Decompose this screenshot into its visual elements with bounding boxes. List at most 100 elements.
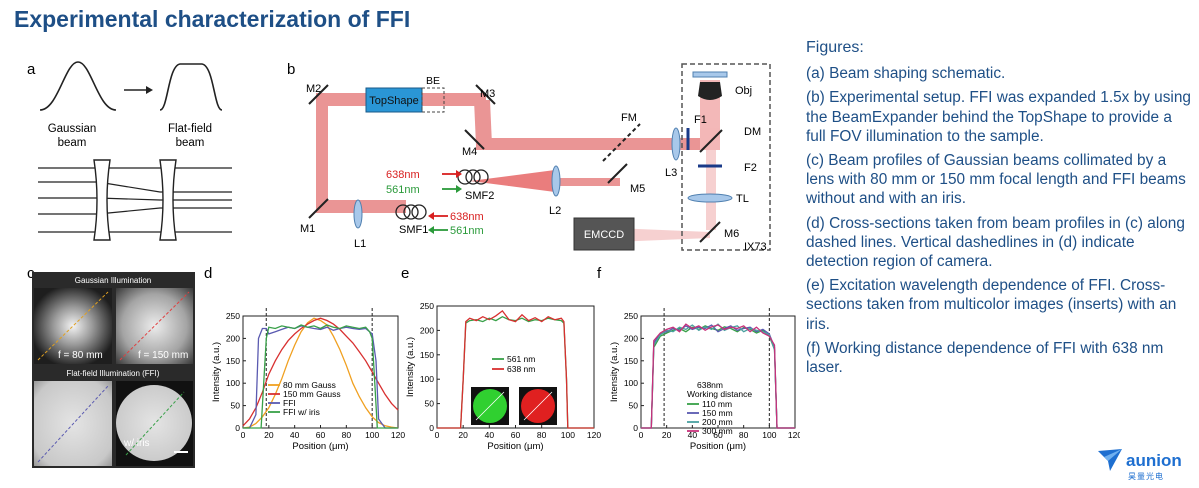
- dichroic-dm: [699, 129, 723, 153]
- x-tick-label: 0: [639, 430, 644, 440]
- cross-section-line-80: [37, 291, 109, 361]
- panel-label-e: e: [401, 265, 409, 282]
- ffi-title: Flat-field Illumination (FFI): [67, 369, 160, 378]
- flat-profile: [159, 63, 223, 111]
- lens-tl: [687, 193, 733, 203]
- legend-title: 638nm: [697, 380, 723, 390]
- aunion-logo-icon: [1098, 449, 1122, 471]
- x-tick-label: 60: [511, 430, 521, 440]
- legend-label: FFI w/ iris: [283, 407, 320, 417]
- series-line: [641, 323, 795, 429]
- label-561-smf2: 561nm: [386, 184, 420, 196]
- insert-561-line: [475, 391, 505, 421]
- x-tick-label: 100: [762, 430, 776, 440]
- sample-slide: [692, 71, 728, 78]
- legend-label: 150 mm Gauss: [283, 389, 341, 399]
- label-l2: L2: [549, 205, 561, 217]
- label-obj: Obj: [735, 85, 752, 97]
- label-f150: f = 150 mm: [138, 350, 188, 361]
- y-tick-label: 100: [624, 378, 638, 388]
- label-be: BE: [426, 75, 440, 87]
- legend-label: FFI: [283, 398, 296, 408]
- image-ffi-iris: [116, 385, 192, 461]
- y-tick-label: 50: [629, 401, 639, 411]
- label-dm: DM: [744, 126, 761, 138]
- arrow-561-smf1-head-icon: [428, 226, 434, 234]
- x-tick-label: 60: [316, 430, 326, 440]
- y-tick-label: 150: [624, 356, 638, 366]
- ix73-microscope-box: [681, 63, 771, 251]
- caption-b: (b) Experimental setup. FFI was expanded…: [806, 89, 1191, 145]
- label-l3: L3: [665, 167, 677, 179]
- series-line: [437, 315, 594, 429]
- gaussian-illumination-title: Gaussian Illumination: [75, 276, 151, 285]
- caption-d: (d) Cross-sections taken from beam profi…: [806, 214, 1185, 271]
- label-638-smf2: 638nm: [386, 169, 420, 181]
- label-iris: w/ iris: [123, 438, 150, 449]
- label-f2: F2: [744, 162, 757, 174]
- label-f1: F1: [694, 114, 707, 126]
- figure-canvas: a Gaussian beam Flat-field beam b: [27, 61, 800, 468]
- arrow-561-smf2-head-icon: [456, 185, 462, 193]
- label-tl: TL: [736, 193, 749, 205]
- captions-heading: Figures:: [806, 39, 864, 56]
- x-tick-label: 40: [290, 430, 300, 440]
- panel-label-f: f: [597, 265, 602, 282]
- cross-section-line-iris: [125, 391, 185, 456]
- series-line: [242, 317, 399, 429]
- series-line: [243, 324, 398, 429]
- label-m2: M2: [306, 83, 321, 95]
- cross-section-line-150: [119, 291, 190, 361]
- arrow-638-smf2-head-icon: [456, 170, 462, 178]
- x-tick-label: 80: [537, 430, 547, 440]
- y-tick-label: 150: [226, 356, 240, 366]
- series-line: [641, 324, 795, 429]
- x-tick-label: 100: [365, 430, 379, 440]
- mirror-m5: [607, 163, 628, 184]
- y-tick-label: 250: [420, 301, 434, 311]
- label-m3: M3: [480, 88, 495, 100]
- lens-l1: [353, 199, 363, 229]
- logo-subtext: 昊量光电: [1128, 472, 1164, 481]
- label-561-smf1: 561nm: [450, 225, 484, 237]
- y-axis-label: Intensity (a.u.): [405, 337, 416, 397]
- flip-mirror-fm: [602, 123, 641, 162]
- label-ix73: IX73: [744, 241, 767, 253]
- series-line: [242, 317, 399, 427]
- label-638-smf1: 638nm: [450, 211, 484, 223]
- panel-label-a: a: [27, 61, 36, 78]
- legend-label: 300 mm: [702, 426, 733, 436]
- objective-icon: [698, 82, 722, 100]
- legend-subtitle: Working distance: [687, 389, 752, 399]
- x-tick-label: 0: [241, 430, 246, 440]
- fiber-coils: [395, 169, 489, 220]
- mirror-m3: [475, 84, 496, 105]
- topshape-box: [365, 87, 423, 113]
- x-tick-label: 120: [587, 430, 601, 440]
- series-line: [641, 325, 795, 429]
- panel-a: a Gaussian beam Flat-field beam: [27, 61, 232, 241]
- y-tick-label: 100: [226, 378, 240, 388]
- label-smf1: SMF1: [399, 224, 428, 236]
- panel-label-c: c: [27, 265, 35, 282]
- y-tick-label: 50: [425, 399, 435, 409]
- x-axis-label: Position (μm): [690, 441, 746, 452]
- mirror-m4: [464, 129, 485, 150]
- mirror-m6: [699, 221, 721, 243]
- caption-a: (a) Beam shaping schematic.: [806, 65, 1006, 83]
- logo-text: aunion: [1126, 451, 1182, 470]
- cross-section-line-ffi: [37, 385, 109, 463]
- beam-expander-box: [421, 87, 445, 113]
- panel-b: b M2 M3 M4 M1 M5 FM M6: [287, 61, 771, 253]
- page-title: Experimental characterization of FFI: [14, 6, 411, 32]
- beam-shaping-rays: [38, 159, 232, 241]
- panel-c: c Gaussian Illumination f = 80 mm f = 15…: [27, 265, 195, 468]
- x-tick-label: 20: [264, 430, 274, 440]
- label-m6: M6: [724, 228, 739, 240]
- x-tick-label: 60: [713, 430, 723, 440]
- gaussian-label-2: beam: [58, 137, 87, 149]
- x-tick-label: 120: [788, 430, 800, 440]
- legend-label: 200 mm: [702, 417, 733, 427]
- x-tick-label: 20: [662, 430, 672, 440]
